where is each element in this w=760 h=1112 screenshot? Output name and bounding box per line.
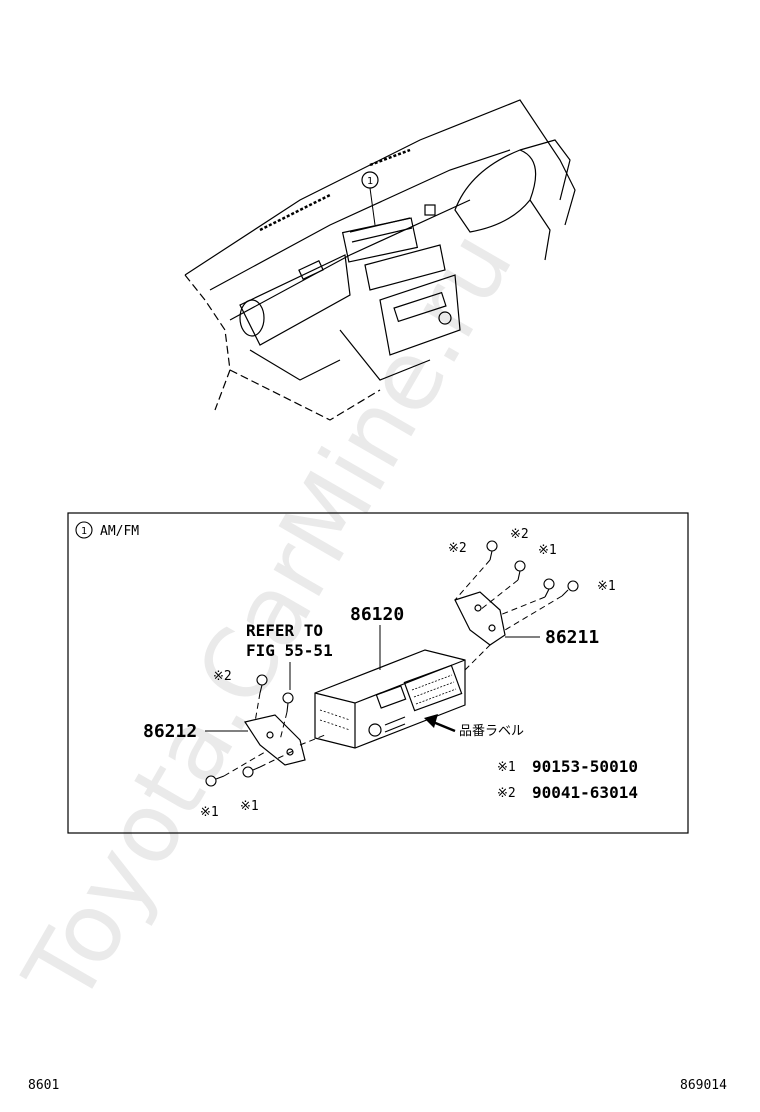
footer-right-code: 869014 <box>680 1078 727 1093</box>
svg-text:90041-63014: 90041-63014 <box>532 783 638 802</box>
svg-text:90153-50010: 90153-50010 <box>532 757 638 776</box>
screw-icon <box>543 578 555 598</box>
screw-icon <box>282 692 294 713</box>
refer-to-text: REFER TO <box>246 621 323 640</box>
detail-header: 1 AM/FM <box>75 521 139 539</box>
screw-icon <box>561 580 579 597</box>
footer-left-code: 8601 <box>28 1078 60 1093</box>
dashboard-overview <box>184 99 576 421</box>
screw-icon <box>242 766 261 778</box>
screw-icon <box>486 540 498 561</box>
label-arrow <box>424 714 456 733</box>
watermark: Toyota.CarMine.ru <box>2 213 534 1023</box>
screw-mark: ※1 <box>538 543 557 558</box>
label-note-text: 品番ラベル <box>459 724 524 739</box>
screw-mark: ※1 <box>200 805 219 820</box>
bracket-left <box>244 714 306 766</box>
svg-text:※1: ※1 <box>497 760 516 775</box>
svg-text:1: 1 <box>81 526 87 537</box>
leader-lines <box>205 625 540 732</box>
bracket-right <box>454 591 506 646</box>
screw-mark: ※1 <box>597 579 616 594</box>
screw-mark: ※2 <box>510 527 529 542</box>
assembly-lines <box>223 559 563 777</box>
legend: ※1 90153-50010 ※2 90041-63014 <box>497 757 638 802</box>
screw-mark: ※1 <box>240 799 259 814</box>
screws <box>205 540 579 787</box>
detail-box-frame <box>67 512 689 834</box>
refer-fig-text: FIG 55-51 <box>246 641 333 660</box>
svg-text:1: 1 <box>367 176 373 187</box>
screw-mark: ※2 <box>213 669 232 684</box>
part-number-bracket-left: 86212 <box>143 721 197 742</box>
overview-callout: 1 <box>361 171 379 226</box>
part-number-radio: 86120 <box>350 604 404 625</box>
part-number-bracket-right: 86211 <box>545 627 599 648</box>
screw-icon <box>205 775 225 787</box>
radio-unit <box>314 649 466 749</box>
screw-icon <box>514 560 526 581</box>
screw-icon <box>256 674 268 694</box>
svg-text:AM/FM: AM/FM <box>100 524 139 539</box>
svg-text:※2: ※2 <box>497 786 516 801</box>
screw-mark: ※2 <box>448 541 467 556</box>
